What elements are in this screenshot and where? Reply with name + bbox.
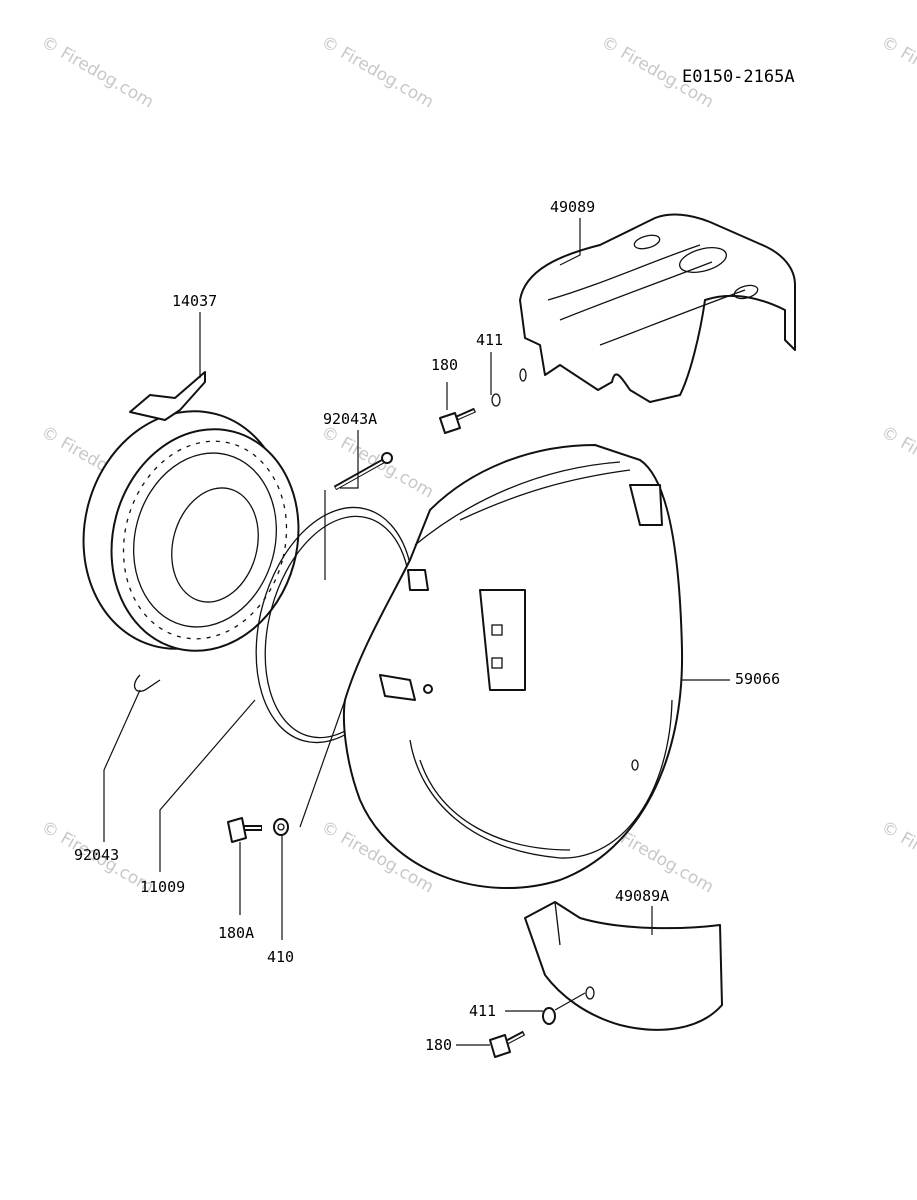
bolt-180-bottom: [489, 1030, 526, 1058]
label-11009: 11009: [140, 878, 185, 896]
washer-411-top: [491, 393, 501, 407]
label-49089A: 49089A: [615, 887, 669, 905]
label-180-top: 180: [431, 356, 458, 374]
label-49089: 49089: [550, 198, 595, 216]
fan-housing-59066: [342, 444, 684, 890]
label-180-bottom: 180: [425, 1036, 452, 1054]
watermark-10: © Firedog.com: [878, 422, 917, 503]
lower-cover-49089A: [524, 901, 723, 1031]
watermark-2: © Firedog.com: [318, 32, 437, 113]
diagram-code: E0150-2165A: [682, 67, 795, 87]
bolt-180A: [227, 817, 262, 843]
watermark-9: © Firedog.com: [878, 32, 917, 113]
clip-92043: [133, 674, 161, 692]
washer-411-bottom: [542, 1007, 556, 1025]
label-14037: 14037: [172, 292, 217, 310]
washer-410: [273, 818, 289, 836]
watermark-11: © Firedog.com: [878, 817, 917, 898]
part-labels: 14037 92043A 92043 11009 180A 410 180 41…: [74, 198, 780, 1054]
recoil-starter-14037: [82, 371, 300, 652]
label-411-bottom: 411: [469, 1002, 496, 1020]
leader-lines: [103, 218, 730, 1046]
pin-92043A: [333, 452, 393, 491]
label-410: 410: [267, 948, 294, 966]
label-411-top: 411: [476, 331, 503, 349]
washer-410-hole: [277, 823, 285, 831]
label-180A: 180A: [218, 924, 254, 942]
label-92043: 92043: [74, 846, 119, 864]
watermark-1: © Firedog.com: [38, 32, 157, 113]
label-92043A: 92043A: [323, 410, 377, 428]
label-59066: 59066: [735, 670, 780, 688]
top-cover-49089: [519, 213, 796, 403]
bolt-180-top: [439, 407, 477, 434]
